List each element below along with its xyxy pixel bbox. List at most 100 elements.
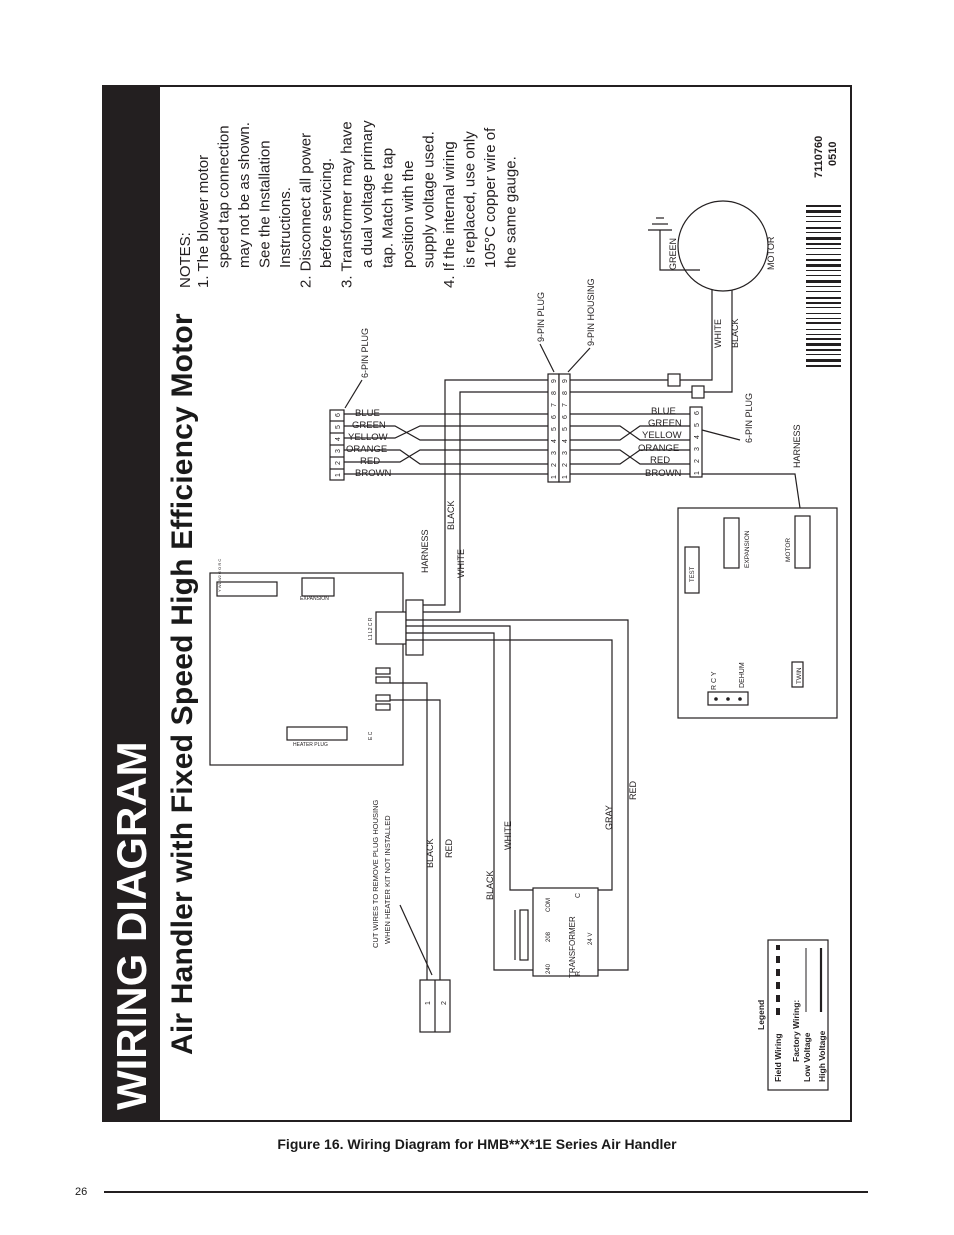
- barcode-bar: [806, 243, 841, 245]
- svg-text:5: 5: [551, 427, 558, 431]
- upper-plug-pin-4: 4: [335, 437, 342, 441]
- upper-plug-pin-3: 3: [335, 449, 342, 453]
- barcode-bar: [806, 270, 841, 271]
- heater-terminal-labels: E C: [368, 731, 374, 740]
- gray-label-transformer: GRAY: [604, 805, 614, 830]
- note-line: a dual voltage primary: [359, 120, 376, 268]
- upper-color-wires: [344, 413, 550, 475]
- motor-label: MOTOR: [766, 236, 776, 270]
- nine-pin-housing-label: 9-PIN HOUSING: [586, 278, 596, 346]
- svg-text:5: 5: [562, 427, 569, 431]
- control-board-terminal-strip: [216, 581, 278, 597]
- barcode-bar: [806, 313, 841, 314]
- heater-pin-1: 1: [425, 1001, 432, 1005]
- six-pin-plug-label-lower: 6-PIN PLUG: [744, 393, 754, 443]
- note-line: 3. Transformer may have: [339, 121, 356, 288]
- svg-text:2: 2: [694, 459, 701, 463]
- doc-code-2: 0510: [827, 142, 839, 166]
- black-label-transformer: BLACK: [485, 870, 495, 900]
- note-line: before servicing.: [318, 158, 335, 268]
- note-line: See the Installation: [257, 140, 274, 268]
- svg-text:3: 3: [551, 451, 558, 455]
- lower-plug-pin-numbers: 1 2 3 4 5 6: [694, 411, 701, 475]
- heater-plug-label: HEATER PLUG: [293, 742, 328, 748]
- motor-wire-black: [570, 290, 733, 393]
- transformer: [532, 887, 599, 977]
- svg-text:4: 4: [562, 439, 569, 443]
- transformer-label: TRANSFORMER: [568, 916, 577, 978]
- svg-text:8: 8: [551, 391, 558, 395]
- lower-wire-label-green: GREEN: [648, 418, 682, 429]
- lower-harness-wire: [702, 473, 801, 509]
- barcode-bar: [806, 302, 841, 304]
- figure-caption: Figure 16. Wiring Diagram for HMB**X*1E …: [277, 1136, 677, 1152]
- barcode-bar: [806, 259, 841, 261]
- white-wire-to-transformer: [406, 625, 540, 891]
- svg-text:6: 6: [694, 411, 701, 415]
- barcode-bar: [806, 280, 841, 283]
- nine-pin-plug-label: 9-PIN PLUG: [536, 292, 546, 342]
- motor-control-board: [677, 507, 838, 719]
- barcode-bar: [806, 221, 841, 222]
- nine-pin-housing: [558, 373, 571, 483]
- cut-wires-note-2: WHEN HEATER KIT NOT INSTALLED: [383, 815, 392, 944]
- board-terminal-block: [375, 611, 407, 645]
- red-wire-to-transformer: [406, 619, 629, 971]
- note-line: supply voltage used.: [421, 131, 438, 268]
- lower-wire-label-yellow: YELLOW: [642, 430, 682, 441]
- heater-red-wire: [390, 699, 441, 980]
- lower-wire-label-brown: BROWN: [645, 468, 682, 479]
- legend-low-voltage: Low Voltage: [802, 1032, 812, 1082]
- motor-port-label: MOTOR: [785, 538, 792, 562]
- svg-text:6: 6: [562, 415, 569, 419]
- six-pin-plug-label-upper: 6-PIN PLUG: [360, 328, 370, 378]
- svg-text:2: 2: [551, 463, 558, 467]
- motor-port: [794, 515, 811, 569]
- board-terminal-f3: [375, 694, 391, 702]
- upper-plug-pin-5: 5: [335, 425, 342, 429]
- twin-label: TWIN: [796, 667, 803, 684]
- barcode-bar: [806, 237, 841, 240]
- gray-wire-to-transformer: [406, 639, 613, 891]
- barcode-bar: [806, 264, 841, 267]
- upper-plug-pin-6: 6: [335, 413, 342, 417]
- footer-rule: [104, 1191, 868, 1193]
- barcode-bar: [806, 359, 841, 362]
- heater-black-wire: [390, 682, 428, 980]
- note-line: 105°C copper wire of: [482, 127, 499, 268]
- svg-text:4: 4: [551, 439, 558, 443]
- barcode-bar: [806, 354, 841, 355]
- board-pin-labels: Y W1 W2 G O R C: [217, 559, 222, 592]
- barcode-bar: [806, 338, 841, 340]
- expansion-connector: [301, 577, 335, 597]
- note-line: the same gauge.: [503, 156, 520, 268]
- barcode-bar: [806, 297, 841, 299]
- harness-label-lower: HARNESS: [792, 424, 802, 468]
- harness-label-upper: HARNESS: [420, 529, 430, 573]
- doc-code: 7110760: [813, 136, 825, 178]
- motor-ground-wire: [659, 230, 700, 271]
- note-line: 2. Disconnect all power: [298, 133, 315, 288]
- note-line: tap. Match the tap: [380, 148, 397, 268]
- terminal-r: R: [575, 971, 582, 976]
- motor-wire-white: [570, 290, 713, 381]
- heater-plug: [286, 726, 348, 741]
- svg-text:7: 7: [551, 403, 558, 407]
- expansion-port: [723, 517, 740, 569]
- rcy-labels: R C Y: [711, 671, 718, 690]
- svg-text:1: 1: [562, 475, 569, 479]
- svg-text:1: 1: [694, 471, 701, 475]
- motor-black-label: BLACK: [730, 318, 740, 348]
- terminal-c: C: [575, 893, 582, 898]
- barcode-bar: [806, 365, 841, 367]
- lower-wire-label-blue: BLUE: [651, 406, 676, 417]
- board-terminal-f1: [375, 667, 391, 675]
- upper-plug-pin-2: 2: [335, 461, 342, 465]
- motor-white-label: WHITE: [713, 319, 723, 348]
- heater-red-label: RED: [444, 838, 454, 858]
- lower-wire-label-red: RED: [650, 455, 670, 466]
- legend-high-voltage: High Voltage: [817, 1030, 827, 1082]
- note-line: 1. The blower motor: [195, 155, 212, 288]
- barcode-bar: [806, 216, 841, 217]
